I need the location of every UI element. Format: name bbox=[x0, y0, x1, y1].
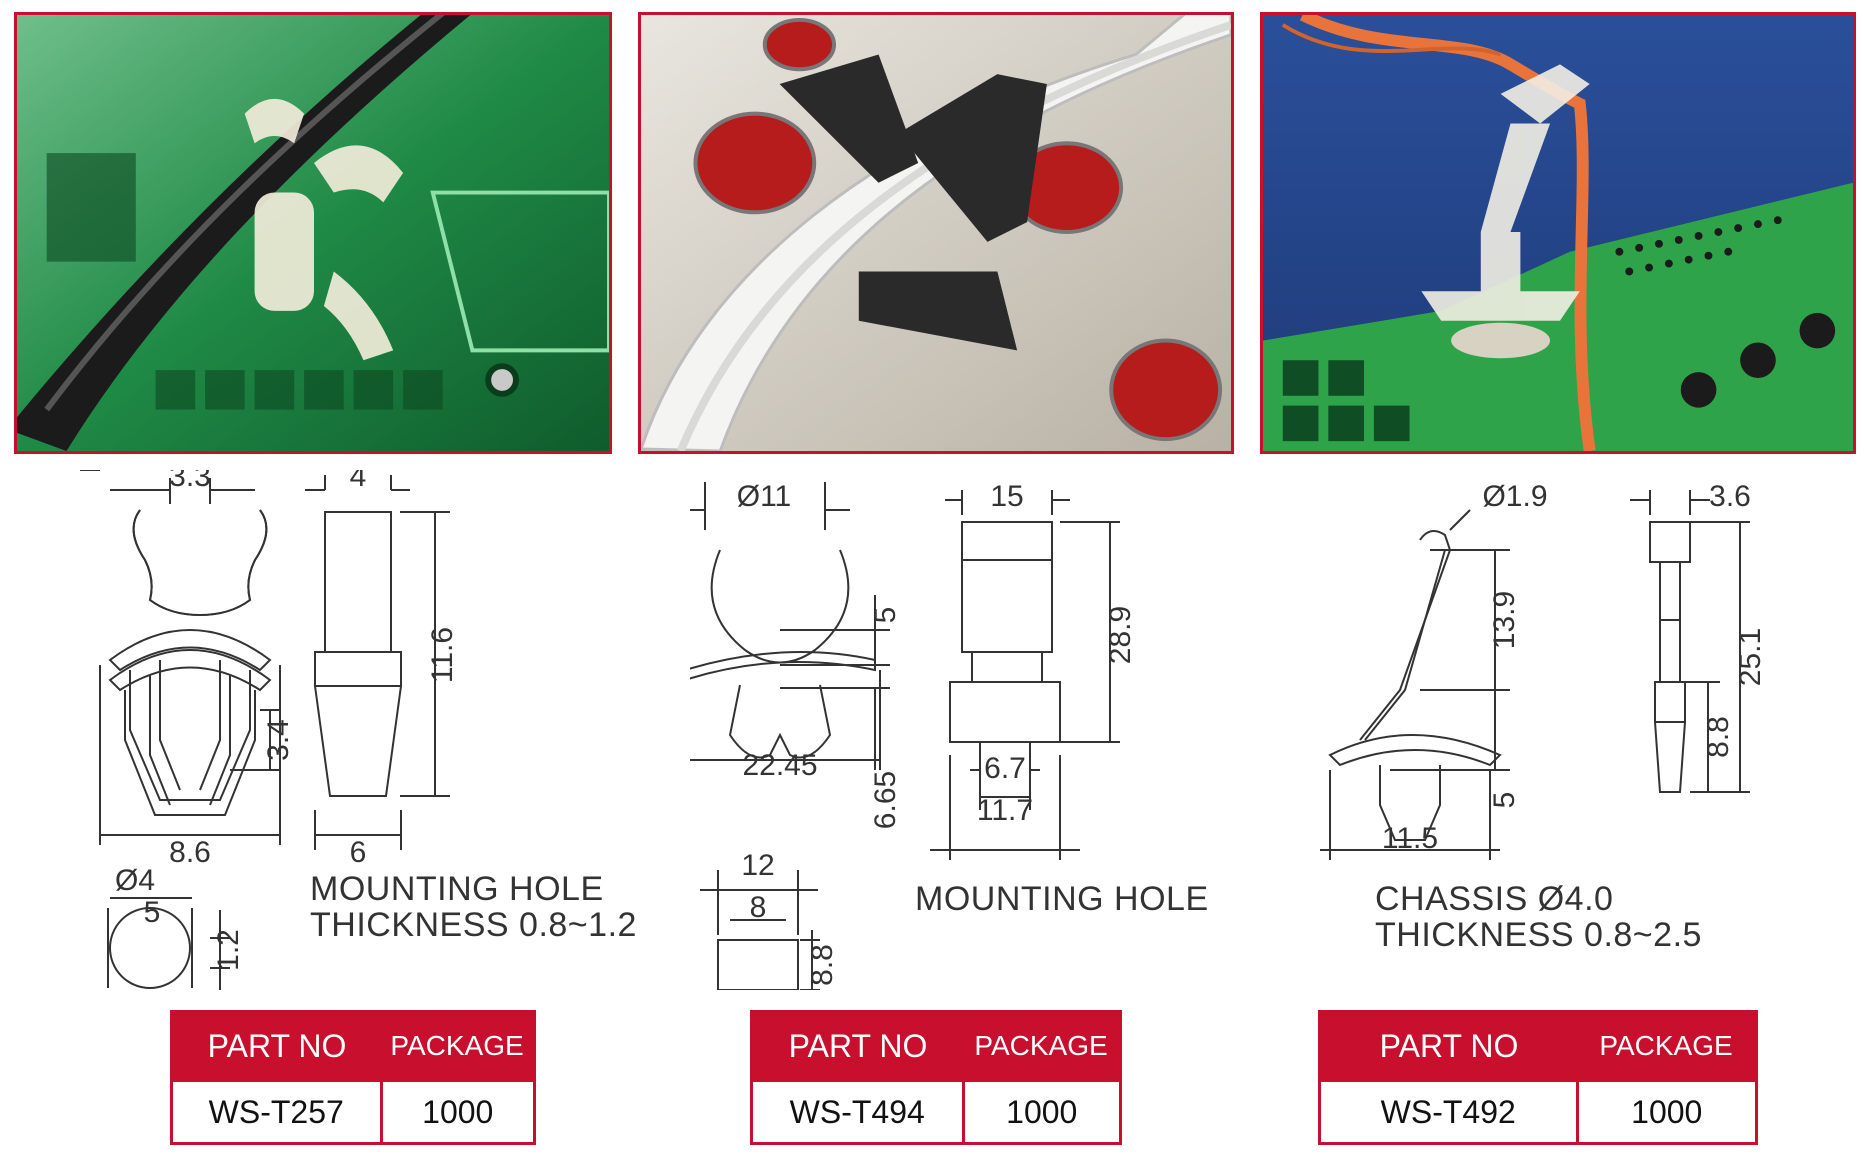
package-value: 1000 bbox=[961, 1079, 1122, 1145]
dim-stem: 13.9 bbox=[1488, 591, 1521, 649]
clip-front-lock bbox=[129, 670, 251, 801]
clip-side-head bbox=[1649, 521, 1691, 563]
clip-side-body bbox=[324, 511, 392, 653]
product-photo-1 bbox=[14, 12, 612, 454]
part-no-value: WS-T494 bbox=[750, 1079, 965, 1145]
clip-side-body bbox=[961, 521, 1053, 653]
dim-hole-w: 5 bbox=[144, 896, 161, 929]
part-table-2: PART NO PACKAGE WS-T494 1000 bbox=[750, 1010, 1122, 1145]
package-header: PACKAGE bbox=[1577, 1011, 1757, 1081]
technical-drawing-2: Ø11 15 5 28.9 22.45 6.65 6.7 11.7 12 8 8… bbox=[690, 480, 1209, 990]
clip-front-outline bbox=[132, 509, 268, 617]
dim-base-width: 8.6 bbox=[169, 836, 211, 869]
dim-base-large: 11.7 bbox=[977, 794, 1033, 827]
dim-height: 11.6 bbox=[426, 627, 459, 683]
part-no-value: WS-T492 bbox=[1318, 1079, 1579, 1145]
mounting-hole-circle bbox=[109, 907, 191, 989]
technical-drawing-3: Ø1.9 3.6 13.9 25.1 5 8.8 11.5 CHASSIS Ø4… bbox=[1320, 480, 1767, 954]
dim-base-width: 11.5 bbox=[1382, 822, 1438, 855]
note-line-2: THICKNESS 0.8~1.2 bbox=[310, 906, 637, 944]
package-value: 1000 bbox=[1575, 1079, 1758, 1145]
dim-hole-inner: 8 bbox=[750, 891, 767, 924]
clip-front-collar bbox=[108, 629, 272, 672]
product-photo-2 bbox=[638, 12, 1234, 454]
part-table-1: PART NO PACKAGE WS-T257 1000 bbox=[170, 1010, 536, 1145]
dim-height: 28.9 bbox=[1104, 606, 1137, 664]
dim-hole-h: 1.2 bbox=[212, 929, 245, 971]
clip-front-collar bbox=[108, 649, 272, 692]
dim-side-top: 3.6 bbox=[1709, 480, 1751, 513]
dim-width: 22.45 bbox=[742, 749, 817, 782]
dim-lock: 5 bbox=[1488, 792, 1521, 809]
part-no-header: PART NO bbox=[1319, 1011, 1577, 1081]
dim-side-top: 4 bbox=[350, 470, 367, 493]
note-line-2: THICKNESS 0.8~2.5 bbox=[1375, 916, 1702, 954]
photo-1-image bbox=[17, 15, 609, 451]
dim-height: 25.1 bbox=[1734, 628, 1767, 686]
dim-base-small: 6.7 bbox=[984, 752, 1026, 785]
mounting-hole-shape bbox=[717, 939, 799, 990]
part-no-value: WS-T257 bbox=[170, 1079, 383, 1145]
dim-hole-h: 8.8 bbox=[806, 944, 839, 986]
dim-side-base: 6 bbox=[350, 836, 367, 869]
dim-hole-dia: Ø4 bbox=[115, 864, 155, 897]
dim-lock: 3.4 bbox=[262, 719, 295, 761]
clip-side-stem bbox=[1359, 530, 1452, 741]
product-photo-3 bbox=[1260, 12, 1856, 454]
part-no-header: PART NO bbox=[171, 1011, 381, 1081]
dim-top-width: 3.3 bbox=[169, 470, 211, 493]
note-line-1: MOUNTING HOLE bbox=[915, 880, 1209, 918]
photo-3-image bbox=[1263, 15, 1853, 451]
dim-side-lock: 8.8 bbox=[1702, 716, 1735, 758]
package-header: PACKAGE bbox=[963, 1011, 1121, 1081]
technical-drawing-1: 3.3 4 11.6 3.4 8.6 6 Ø4 5 1.2 MOUNTING H… bbox=[99, 470, 637, 990]
dim-lock: 6.65 bbox=[869, 771, 902, 829]
dim-side-top: 15 bbox=[990, 480, 1023, 513]
dim-gap: 5 bbox=[869, 607, 902, 624]
note-line-1: MOUNTING HOLE bbox=[310, 870, 604, 908]
part-no-header: PART NO bbox=[751, 1011, 963, 1081]
photo-2-image bbox=[641, 15, 1231, 451]
part-table-3: PART NO PACKAGE WS-T492 1000 bbox=[1318, 1010, 1758, 1145]
package-header: PACKAGE bbox=[381, 1011, 535, 1081]
note-line-1: CHASSIS Ø4.0 bbox=[1375, 880, 1613, 918]
dim-hole-outer: 12 bbox=[741, 849, 774, 882]
dim-dia: Ø1.9 bbox=[1482, 480, 1547, 513]
dim-dia: Ø11 bbox=[737, 480, 791, 513]
package-value: 1000 bbox=[379, 1079, 536, 1145]
clip-front-outline bbox=[710, 549, 850, 664]
clip-front-lock bbox=[124, 690, 256, 816]
